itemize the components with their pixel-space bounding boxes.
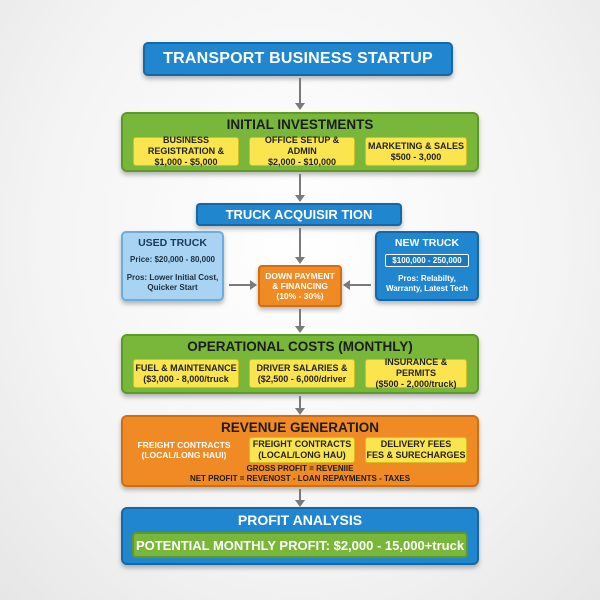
used-truck-price: Price: $20,000 - 80,000 [130,255,215,264]
cost-card-fuel: FUEL & MAINTENANCE ($3,000 - 8,000/truck [133,359,239,388]
used-truck-pros-line2: Quicker Start [147,283,198,292]
revenue-card-freight-2: FREIGHT CONTRACTS (LOCAL/LONG HAU) [249,437,355,463]
truck-acquisition-title-text: TRUCK ACQUISIR TION [225,207,373,222]
arrow-financing-to-operational [295,309,305,333]
new-truck-price-frame: $100,000 - 250,000 [385,254,469,267]
new-truck-title: NEW TRUCK [394,237,460,249]
investment-card-label: MARKETING & SALES [367,140,464,151]
operational-costs-section: OPERATIONAL COSTS (MONTHLY) FUEL & MAINT… [121,334,479,394]
used-truck-title: USED TRUCK [138,237,207,249]
revenue-card-sub: (LOCAL/LONG HAU) [258,450,346,460]
arrow-investments-to-acquisition [295,174,305,202]
arrow-acquisition-to-financing [295,228,305,264]
new-truck-price: $100,000 - 250,000 [392,256,462,265]
investment-card-value: $500 - 3,000 [390,151,442,162]
revenue-card-sub: FES & SURECHARGES [366,450,466,460]
revenue-card-label: FREIGHT CONTRACTS [252,439,352,449]
financing-line1: DOWN PAYMENT [265,271,335,281]
cost-card-value: ($3,000 - 8,000/truck [143,373,229,384]
cost-card-value: ($500 - 2,000/truck) [375,379,457,389]
diagram-title: TRANSPORT BUSINESS STARTUP [143,42,453,76]
financing-box: DOWN PAYMENT & FINANCING (10% - 30%) [258,265,342,307]
cost-card-label: DRIVER SALARIES & [256,362,348,373]
revenue-item-sub: (LOCAL/LONG HAUl) [141,450,227,460]
revenue-card-label: DELIVERY FEES [380,439,452,449]
arrow-operational-to-revenue [295,396,305,415]
revenue-section: REVENUE GENERATION FREIGHT CONTRACTS (LO… [121,415,479,487]
investment-card-value: $2,000 - $10,000 [267,157,337,167]
cost-card-value: ($2,500 - 6,000/driver [257,373,347,384]
used-truck-pros-line1: Pros: Lower Initial Cost, [126,273,219,282]
investment-card-label: BUSINESS REGISTRATION & [147,135,225,156]
revenue-item-freight-1: FREIGHT CONTRACTS (LOCAL/LONG HAUl) [131,437,237,463]
revenue-item-label: FREIGHT CONTRACTS [137,440,231,450]
new-truck-pros-line1: Pros: Relabilty, [398,274,456,283]
profit-analysis-title: PROFIT ANALYSIS [237,512,363,528]
operational-costs-title: OPERATIONAL COSTS (MONTHLY) [187,339,413,354]
cost-card-drivers: DRIVER SALARIES & ($2,500 - 6,000/driver [249,359,355,388]
revenue-title: REVENUE GENERATION [220,420,380,435]
new-truck-box: NEW TRUCK $100,000 - 250,000 Pros: Relab… [375,231,479,301]
cost-card-label: FUEL & MAINTENANCE [135,362,237,373]
arrow-revenue-to-profit [295,489,305,507]
investment-card-registration: BUSINESS REGISTRATION & $1,000 - $5,000 [133,135,239,167]
net-profit-formula: NET PROFIT = REVENOST - LOAN REPAYMENTS … [189,474,411,483]
diagram-title-text: TRANSPORT BUSINESS STARTUP [163,50,433,67]
investment-card-marketing: MARKETING & SALES $500 - 3,000 [365,137,467,166]
initial-investments-section: INITIAL INVESTMENTS BUSINESS REGISTRATIO… [121,112,479,172]
investment-card-value: $1,000 - $5,000 [154,157,218,167]
truck-acquisition-title: TRUCK ACQUISIR TION [196,203,402,226]
investment-card-office: OFFICE SETUP & ADMIN $2,000 - $10,000 [249,135,355,167]
revenue-card-delivery: DELIVERY FEES FES & SURECHARGES [365,437,467,463]
cost-card-insurance: INSURANCE & PERMITS ($500 - 2,000/truck) [365,357,467,389]
used-truck-box: USED TRUCK Price: $20,000 - 80,000 Pros:… [121,231,224,301]
potential-profit-text: POTENTIAL MONTHLY PROFIT: $2,000 - 15,00… [135,537,465,553]
arrow-new-to-financing [343,280,371,290]
investment-card-label: OFFICE SETUP & ADMIN [264,135,340,156]
new-truck-pros-line2: Warranty, Latest Tech [385,284,469,293]
initial-investments-title: INITIAL INVESTMENTS [226,117,374,132]
gross-profit-formula: GROSS PROFIT = REVENIIE [246,464,354,473]
potential-profit-bar: POTENTIAL MONTHLY PROFIT: $2,000 - 15,00… [132,532,468,558]
financing-line3: (10% - 30%) [276,291,324,301]
financing-line2: & FINANCING [272,281,328,291]
arrow-title-to-investments [295,78,305,110]
cost-card-label: INSURANCE & PERMITS [384,357,448,378]
arrow-used-to-financing [229,280,257,290]
